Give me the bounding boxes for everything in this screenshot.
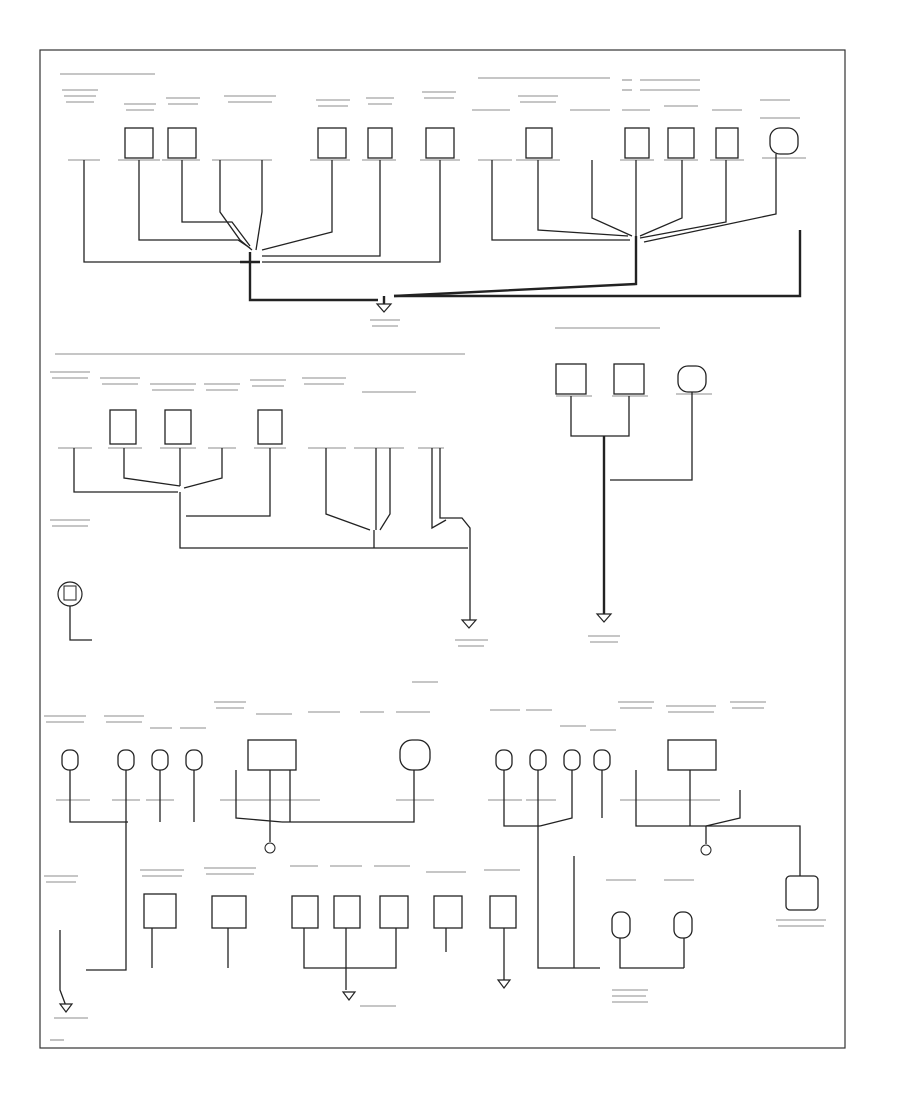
- component-box: [425, 127, 455, 159]
- ground-wires-middle-left: [73, 448, 468, 549]
- component-lamp: [769, 127, 799, 155]
- component-lamp: [677, 365, 707, 393]
- ground-symbol: [341, 991, 357, 1001]
- ground-symbol: [58, 1003, 74, 1013]
- middle-section: [55, 327, 712, 647]
- ground-symbol: [375, 303, 393, 313]
- horn-ground-wire: [69, 606, 92, 641]
- connector-stubs: [58, 393, 712, 449]
- component-box: [164, 409, 192, 445]
- horn-body: [63, 585, 77, 601]
- ground-wires-right: [491, 154, 777, 243]
- component-box: [667, 127, 695, 159]
- component-box: [257, 409, 283, 445]
- ground-symbol: [595, 613, 613, 623]
- component-box: [124, 127, 154, 159]
- diagram-border: [39, 49, 846, 1049]
- ground-wires-bottom-right: [503, 770, 801, 969]
- component-box: [109, 409, 137, 445]
- component-box: [317, 127, 347, 159]
- ground-symbol: [460, 619, 478, 629]
- splice-icon: [264, 842, 276, 854]
- component-box: [367, 127, 393, 159]
- component-box: [525, 127, 553, 159]
- ground-wires-bottom-left: [59, 770, 415, 1007]
- ground-wires-left: [83, 160, 441, 263]
- splice-icon: [700, 844, 712, 856]
- lamps-bottom: [61, 739, 717, 771]
- component-box: [613, 363, 645, 395]
- component-box: [555, 363, 587, 395]
- ground-symbol: [496, 979, 512, 989]
- component-box: [167, 127, 197, 159]
- label-placeholders: [44, 89, 826, 1041]
- top-section: [60, 73, 806, 327]
- ground-trunk-left: [240, 252, 378, 302]
- ground-wires-bottom-center: [151, 928, 505, 990]
- components-bottom-row: [143, 875, 819, 939]
- ground-trunk-right: [382, 230, 802, 310]
- ground-wires-middle-center: [325, 448, 471, 620]
- ground-wires-middle-right: [570, 392, 693, 481]
- bottom-section: [56, 681, 819, 1013]
- component-box: [715, 127, 739, 159]
- component-box: [624, 127, 650, 159]
